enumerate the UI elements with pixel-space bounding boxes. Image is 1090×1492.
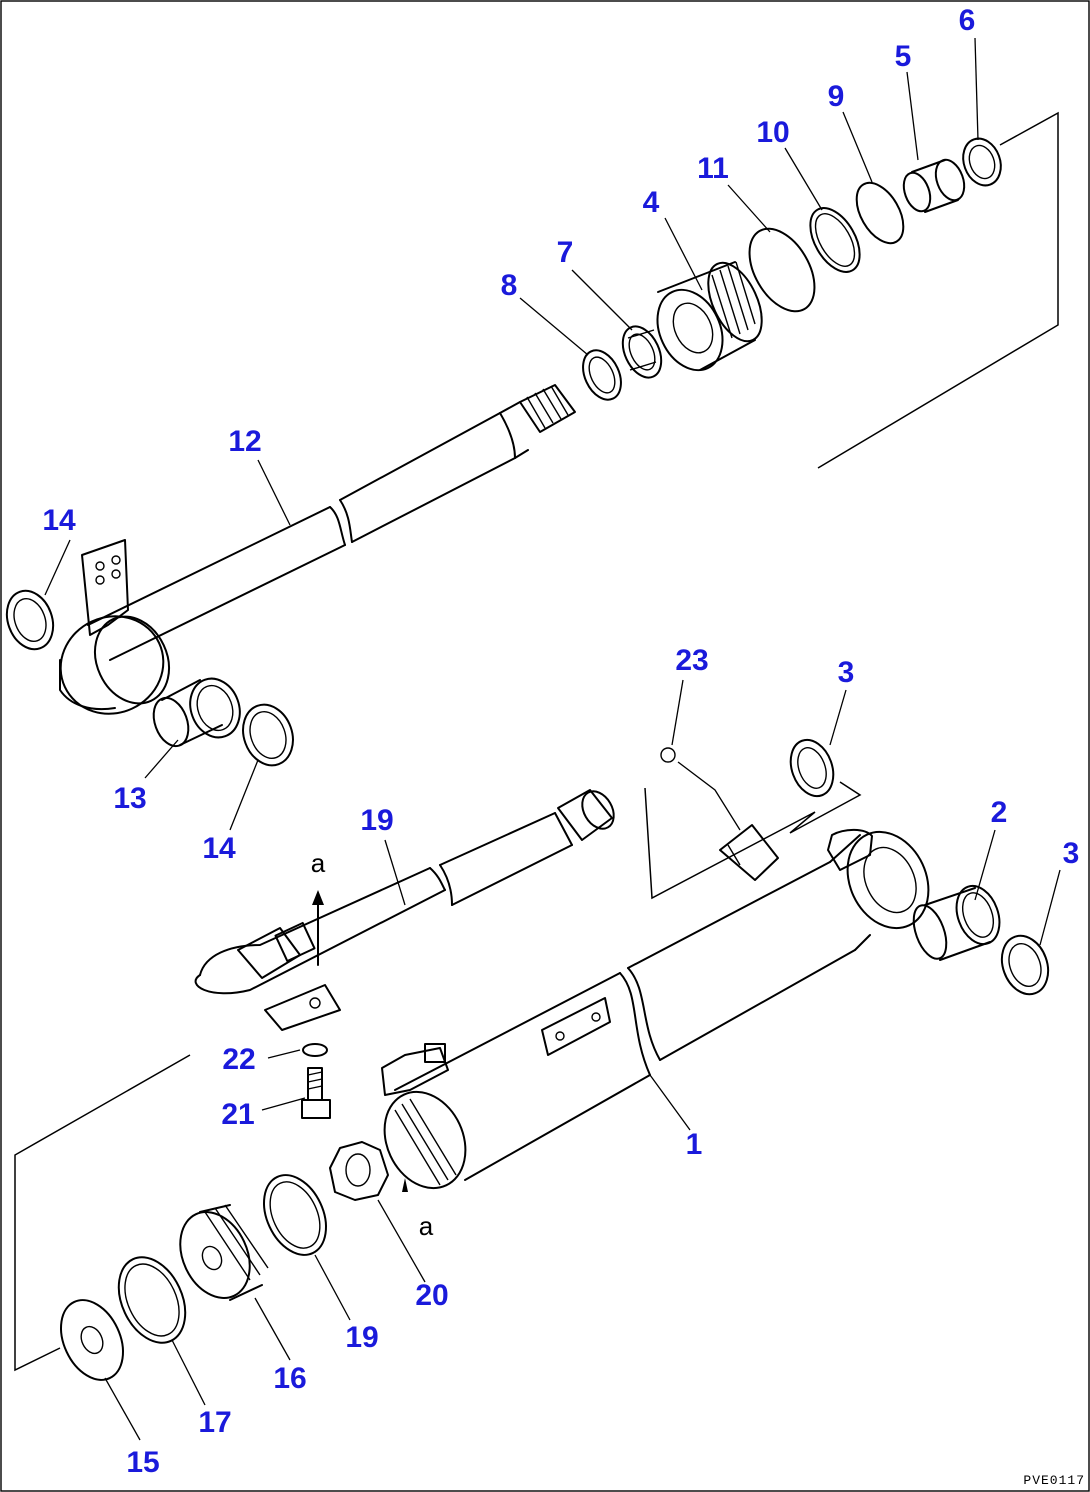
- part-label-14b: 14: [202, 832, 236, 865]
- part-label-11: 11: [697, 152, 729, 185]
- part-label-13: 13: [113, 782, 146, 815]
- drawing-code: PVE0117: [1023, 1473, 1085, 1488]
- piston-rod: [59, 384, 576, 715]
- part-label-3a: 3: [838, 656, 855, 689]
- part-label-23: 23: [675, 644, 708, 677]
- dust-seal-14-left: [5, 589, 55, 651]
- nut-7: [621, 325, 663, 379]
- leader-lines: [44, 37, 1061, 1441]
- part-label-17: 17: [198, 1406, 231, 1439]
- part-label-20: 19: [360, 804, 393, 837]
- bushing-2: [912, 884, 1001, 961]
- piston-16: [179, 1204, 269, 1301]
- lower-assembly-guide: [14, 1054, 191, 1372]
- part-label-14a: 14: [42, 504, 76, 537]
- ring-8: [582, 349, 622, 401]
- ring-10: [809, 207, 861, 273]
- part-label-18: 19: [345, 1321, 378, 1354]
- piston-4: [656, 261, 763, 372]
- part-label-9: 9: [828, 80, 845, 113]
- part-label-8: 8: [501, 269, 518, 302]
- bushing-13: [152, 677, 241, 748]
- bolt-21: [301, 1067, 331, 1119]
- wear-ring-11: [748, 227, 816, 313]
- dust-seal-3-right: [1000, 934, 1050, 996]
- tube-assembly-guide: [644, 781, 862, 900]
- part-label-2: 2: [991, 796, 1008, 829]
- part-label-21: 21: [221, 1098, 254, 1131]
- bushing-5: [902, 158, 966, 213]
- dust-seal-3-top: [789, 738, 835, 798]
- marker-a-arrow-down: [402, 1178, 408, 1192]
- part-label-3b: 3: [1063, 837, 1080, 870]
- upper-assembly-guide: [817, 111, 1059, 469]
- part-label-12: 12: [228, 425, 261, 458]
- seal-6: [962, 137, 1002, 187]
- grease-fitting-23: [660, 747, 779, 881]
- part-label-22: 22: [222, 1043, 255, 1076]
- part-label-4: 4: [643, 186, 660, 219]
- marker-a-upper: a: [311, 848, 326, 878]
- part-label-1: 1: [686, 1128, 703, 1161]
- cylinder-tube-1: [381, 828, 930, 1190]
- part-label-10: 10: [756, 116, 789, 149]
- pipe-20: [194, 789, 615, 1031]
- plate-15: [60, 1299, 124, 1381]
- ring-17: [117, 1256, 187, 1344]
- washer-22: [302, 1043, 328, 1057]
- nut-19: [329, 1141, 389, 1201]
- ring-18: [263, 1174, 327, 1256]
- part-label-6: 6: [959, 4, 976, 37]
- part-label-5: 5: [895, 40, 912, 73]
- part-label-15: 15: [126, 1446, 159, 1479]
- part-label-19: 20: [415, 1279, 448, 1312]
- marker-a-lower: a: [419, 1211, 434, 1241]
- dust-seal-14-right: [242, 703, 294, 767]
- part-label-7: 7: [557, 236, 574, 269]
- part-label-16: 16: [273, 1362, 306, 1395]
- o-ring-9: [855, 181, 905, 245]
- marker-a-arrow-up: [312, 890, 324, 966]
